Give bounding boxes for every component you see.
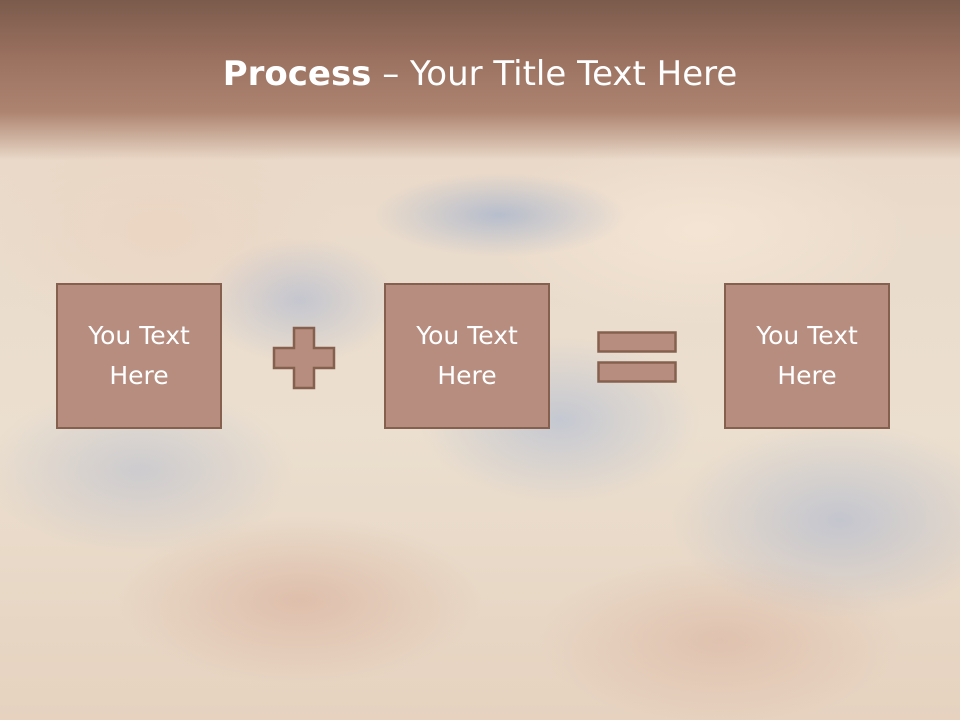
title-rest-part: – Your Title Text Here — [371, 54, 738, 94]
process-box-2-text: You Text Here — [416, 321, 518, 390]
process-box-3-text: You Text Here — [756, 321, 858, 390]
process-box-2: You Text Here — [384, 283, 550, 429]
slide-title: Process – Your Title Text Here — [0, 52, 960, 96]
title-bold-part: Process — [222, 54, 372, 94]
title-bar — [0, 0, 960, 160]
process-box-1: You Text Here — [56, 283, 222, 429]
process-box-1-text: You Text Here — [88, 321, 190, 390]
plus-icon — [272, 326, 336, 390]
equals-icon — [597, 331, 677, 383]
process-box-3: You Text Here — [724, 283, 890, 429]
